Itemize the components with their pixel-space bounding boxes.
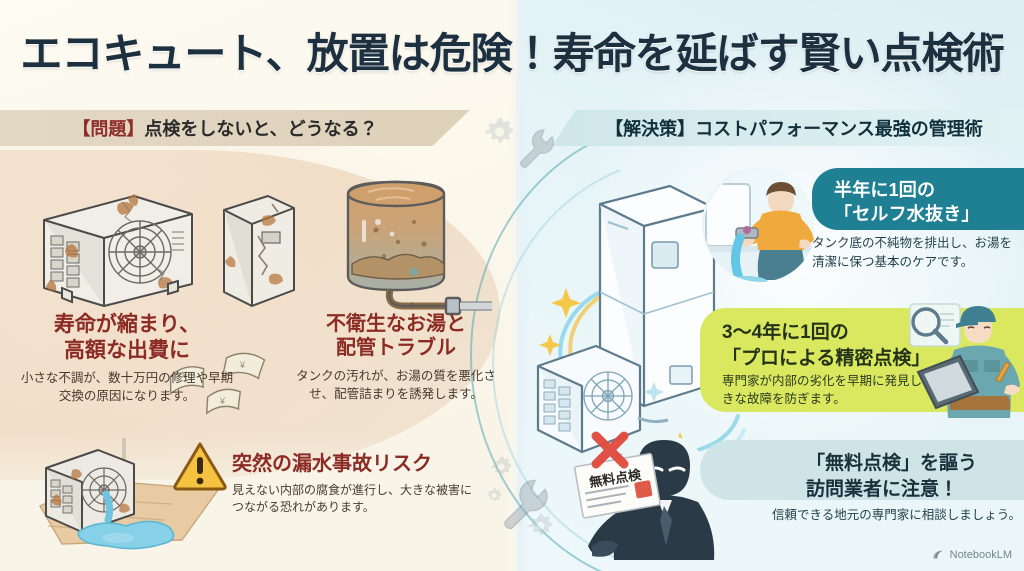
card-pro-inspection-body: 専門家が内部の劣化を早期に発見し、大きな故障を防ぎます。 (722, 374, 948, 407)
falling-yen-bills-illustration: ¥ ¥ ¥ (169, 352, 266, 415)
problem-block-2-heading: 不衛生なお湯と 配管トラブル (326, 313, 466, 360)
problem-block-1-heading: 寿命が縮まり、 高額な出費に (53, 313, 201, 362)
card-warning-body: 信頼できる地元の専門家に相談しましょう。 (772, 508, 1022, 522)
card-warning-heading-band (700, 440, 1024, 500)
warning-triangle-icon (173, 442, 227, 491)
problem-block-3: 突然の漏水事故リスク 見えない内部の腐食が進行し、大きな被害につながる恐れがあり… (232, 452, 482, 516)
shady-salesman-illustration (573, 431, 715, 560)
card-warning-heading-line2: 訪問業者に注意！ (806, 479, 959, 500)
right-section-header-label: コストパフォーマンス最強の管理術 (695, 119, 983, 139)
card-self-drain-heading-line1: 半年に1回の (834, 180, 936, 200)
svg-text:¥: ¥ (181, 370, 188, 380)
clean-eco-cute-system-illustration (536, 184, 746, 472)
problem-block-1-body: 小さな不調が、数十万円の修理や早期交換の原因になります。 (20, 371, 234, 403)
gear-icon-bottom-small (491, 456, 512, 475)
solution-tag: 【解決策】 (605, 119, 696, 139)
problem-block-2: 不衛生なお湯と 配管トラブル タンクの汚れが、お湯の質を悪化させ、配管詰まりを誘… (296, 312, 496, 403)
notebooklm-logo-icon (932, 550, 943, 559)
rusty-outdoor-unit-illustration (43, 194, 193, 307)
left-section-header: 【問題】点検をしないと、どうなる？ (0, 110, 470, 146)
title-band: エコキュート、放置は危険！寿命を延ばす賢い点検術 (0, 0, 1024, 98)
technician-illustration (909, 303, 1020, 418)
problem-block-1: 寿命が縮まり、 高額な出費に 小さな不調が、数十万円の修理や早期交換の原因になり… (18, 312, 236, 406)
problem-block-3-heading: 突然の漏水事故リスク (232, 453, 432, 475)
svg-text:¥: ¥ (219, 396, 226, 406)
card-self-drain-heading-line2: 「セルフ水抜き」 (834, 204, 980, 224)
right-section-header: 【解決策】コストパフォーマンス最強の管理術 (552, 110, 1024, 146)
water-leak-illustration (39, 438, 220, 550)
wrench-icon-top (520, 129, 554, 168)
svg-text:¥: ¥ (239, 360, 246, 370)
gear-icon-bottom-tiny (487, 488, 502, 502)
watermark-label: NotebookLM (949, 548, 1012, 561)
problem-tag: 【問題】 (72, 119, 145, 139)
dirty-water-tank-illustration (346, 180, 492, 316)
wrench-icon-bottom (504, 479, 548, 530)
right-section-header-text: 【解決策】コストパフォーマンス最強の管理術 (605, 115, 983, 141)
card-self-drain-heading-band: 半年に1回の 「セルフ水抜き」 (812, 168, 1024, 230)
card-pro-inspection-heading-line2: 「プロによる精密点検」 (722, 348, 931, 369)
left-section-header-text: 【問題】点検をしないと、どうなる？ (72, 115, 377, 141)
notebooklm-watermark: NotebookLM (932, 548, 1012, 561)
self-drain-illustration (702, 168, 814, 284)
page-title: エコキュート、放置は危険！寿命を延ばす賢い点検術 (20, 30, 1004, 77)
problem-block-3-body: 見えない内部の腐食が進行し、大きな被害につながる恐れがあります。 (232, 483, 473, 515)
gear-icon-top (486, 118, 513, 143)
card-self-drain-body: タンク底の不純物を排出し、お湯を清潔に保つ基本のケアです。 (812, 236, 1013, 269)
card-pro-inspection-heading-line1: 3〜4年に1回の (722, 322, 849, 343)
problem-block-2-body: タンクの汚れが、お湯の質を悪化させ、配管詰まりを誘発します。 (296, 368, 496, 401)
left-section-header-label: 点検をしないと、どうなる？ (144, 119, 378, 139)
rusty-tank-illustration (223, 195, 295, 307)
gear-icon-bottom-right (528, 513, 552, 536)
card-warning-heading-line1: 「無料点検」を謳う (806, 453, 978, 474)
